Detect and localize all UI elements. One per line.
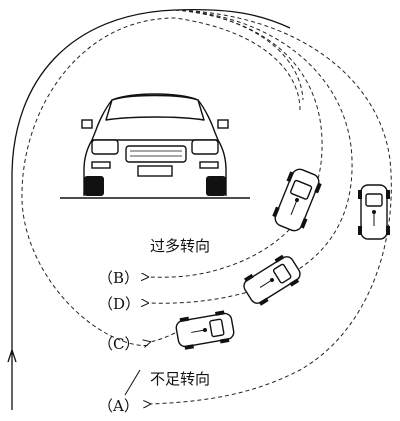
label-understeer: 不足转向 <box>150 370 210 388</box>
front-view-car <box>60 93 250 199</box>
top-view-car-2 <box>358 184 390 240</box>
label-path-b: （B） <box>98 269 139 287</box>
path-d-dashed <box>148 9 353 303</box>
label-path-a: （A） <box>98 397 139 415</box>
entry-path <box>11 9 291 410</box>
top-view-car-3 <box>243 254 301 306</box>
label-oversteer: 过多转向 <box>150 237 210 255</box>
entry-arrow <box>7 349 17 363</box>
path-a-dashed <box>150 9 392 404</box>
path-c-lower <box>150 332 176 342</box>
top-view-car-4 <box>175 310 235 350</box>
label-path-c: （C） <box>98 335 139 353</box>
inner-dashed-circle <box>21 17 301 346</box>
label-path-d: （D） <box>98 295 140 313</box>
path-c-dashed <box>174 9 304 101</box>
top-view-car-1 <box>272 168 322 232</box>
understeer-leader <box>124 369 141 396</box>
